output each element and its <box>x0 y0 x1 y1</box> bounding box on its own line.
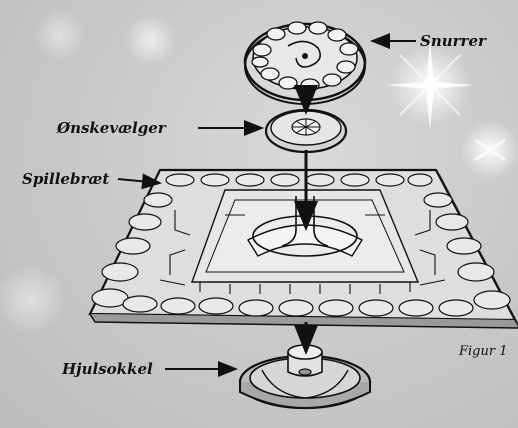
label-spillebraet: Spillebræt <box>22 170 109 188</box>
figure-caption: Figur 1 <box>458 344 508 359</box>
wish-selector-part <box>266 110 346 152</box>
label-onskevaelger: Ønskevælger <box>56 119 167 137</box>
label-snurrer: Snurrer <box>420 32 487 50</box>
label-hjulsokkel: Hjulsokkel <box>61 360 153 378</box>
game-board-part <box>90 170 518 328</box>
wheel-base-part <box>240 345 370 408</box>
spinner-part <box>245 22 365 104</box>
